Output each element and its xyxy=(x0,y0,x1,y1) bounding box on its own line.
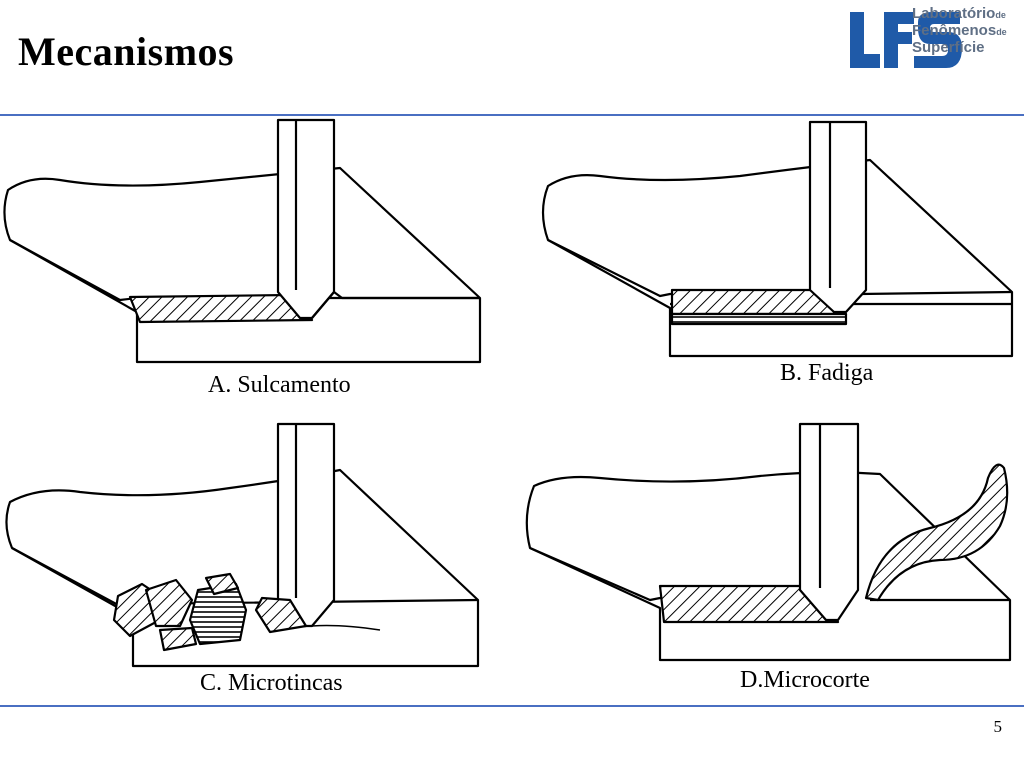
panel-c-microtincas xyxy=(5,422,480,668)
logo-text: Laboratóriode Fenômenosde Superfície xyxy=(912,5,1007,56)
caption-d: D.Microcorte xyxy=(740,667,870,693)
panel-b-fadiga xyxy=(541,120,1014,358)
header-rule xyxy=(0,114,1024,116)
caption-c: C. Microtincas xyxy=(200,670,343,696)
panel-d-microcorte xyxy=(525,422,1012,662)
caption-a: A. Sulcamento xyxy=(208,372,351,398)
lfs-logo xyxy=(850,12,962,68)
caption-b: B. Fadiga xyxy=(780,360,874,386)
slide-title: Mecanismos xyxy=(18,29,235,74)
footer-rule xyxy=(0,705,1024,707)
panel-a-sulcamento xyxy=(3,118,482,364)
page-number: 5 xyxy=(993,717,1003,736)
